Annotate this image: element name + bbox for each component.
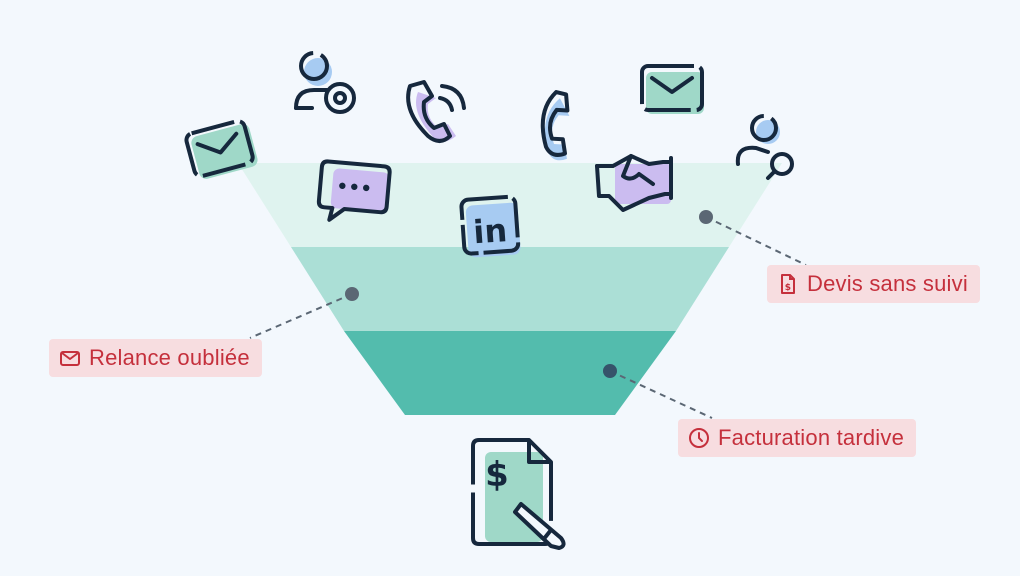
linkedin-icon: in xyxy=(459,194,521,258)
handshake-icon xyxy=(595,154,673,212)
leak-label: Devis sans suivi xyxy=(807,271,968,296)
leak-tag-facturation-tardive: Facturation tardive xyxy=(678,419,916,457)
leak-connector-devis xyxy=(699,210,807,266)
leak-tag-devis-sans-suivi: $ Devis sans suivi xyxy=(767,265,980,303)
mail-icon xyxy=(59,347,81,369)
contact-target-icon xyxy=(294,51,356,114)
invoice-signature-icon: $ xyxy=(471,438,566,550)
contact-search-icon xyxy=(735,114,794,180)
leak-tag-relance-oubliee: Relance oubliée xyxy=(49,339,262,377)
quote-document-icon: $ xyxy=(777,273,799,295)
leak-label: Facturation tardive xyxy=(718,425,904,450)
svg-text:in: in xyxy=(472,211,508,251)
clock-icon xyxy=(688,427,710,449)
phone-call-icon xyxy=(406,80,466,143)
email-icon xyxy=(184,119,258,179)
leak-label: Relance oubliée xyxy=(89,345,250,370)
phone-icon xyxy=(540,90,570,161)
svg-text:$: $ xyxy=(785,283,791,293)
svg-text:$: $ xyxy=(485,455,509,495)
leak-connector-relance xyxy=(249,287,359,339)
funnel-layer-middle xyxy=(291,247,729,331)
email-icon xyxy=(640,64,704,114)
chat-icon xyxy=(316,159,392,222)
funnel-layer-bottom xyxy=(344,331,676,415)
leak-connector-facture xyxy=(603,364,713,419)
